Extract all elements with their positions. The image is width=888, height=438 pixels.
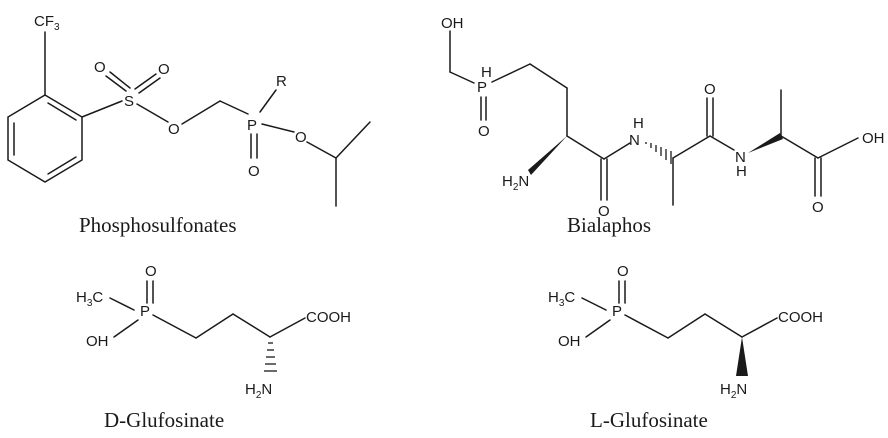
h3c-label: H3C — [548, 289, 575, 309]
s-o-double-bond — [138, 77, 161, 94]
o-ch2-bond — [181, 100, 221, 125]
chain-bond — [704, 313, 743, 338]
p-oh-bond — [113, 319, 139, 338]
hashed-bond — [645, 142, 672, 164]
wedge-bond — [748, 133, 783, 153]
benzene-inner-bond — [47, 102, 77, 121]
hashed-bond — [264, 342, 277, 372]
h3c-label: H3C — [76, 289, 103, 309]
o-atom: O — [617, 263, 629, 280]
p-atom: P — [477, 79, 487, 96]
oh-label: OH — [862, 130, 885, 147]
phosphosulfonates-caption: Phosphosulfonates — [79, 213, 237, 237]
h2n-label: H2N — [502, 173, 529, 193]
p-atom: P — [140, 303, 150, 320]
c-n-bond — [603, 142, 631, 160]
p-oh-bond — [585, 319, 611, 338]
p-atom: P — [247, 117, 257, 134]
s-o-double-bond — [134, 73, 157, 90]
h3c-p-bond — [109, 297, 135, 311]
oh-label: OH — [86, 333, 109, 350]
o-atom: O — [158, 61, 170, 78]
cooh-label: COOH — [306, 309, 351, 326]
wedge-bond — [736, 337, 748, 376]
cooh-label: COOH — [778, 309, 823, 326]
h3c-p-bond — [581, 297, 607, 311]
p-ch2-bond — [152, 314, 197, 339]
p-h-label: H — [481, 64, 492, 81]
benzene-inner-bond — [47, 156, 77, 175]
ch2-p-bond — [449, 71, 475, 84]
o-atom: O — [295, 129, 307, 146]
n-atom: N — [735, 149, 746, 166]
oh-label: OH — [558, 333, 581, 350]
o-atom: O — [598, 203, 610, 220]
chain-bond — [667, 313, 706, 339]
chain-bond — [529, 63, 568, 89]
o-atom: O — [478, 123, 490, 140]
h2n-label: H2N — [720, 381, 747, 401]
bialaphos-caption: Bialaphos — [567, 213, 651, 237]
ring-s-bond — [81, 100, 123, 118]
cf3-label: CF3 — [34, 13, 60, 33]
chain-bond — [672, 135, 711, 159]
oh-label: OH — [441, 15, 464, 32]
n-atom: N — [629, 132, 640, 149]
p-o-bond — [261, 123, 295, 133]
l-glufosinate-caption: L-Glufosinate — [590, 408, 708, 432]
c-n-bond — [709, 135, 735, 151]
chain-bond — [780, 135, 819, 159]
c-oh-bond — [817, 137, 859, 159]
phosphosulfonates-structure: CF3 S O O O P R O O — [7, 13, 371, 207]
l-glufosinate-structure: H3C O P OH COOH H2N — [548, 263, 823, 401]
s-o-double-bond — [109, 71, 131, 89]
chain-bond — [232, 313, 271, 338]
nh-label: H — [736, 163, 747, 180]
o-atom: O — [145, 263, 157, 280]
p-ch2-bond — [624, 314, 669, 339]
o-ch-bond — [306, 141, 337, 159]
o-atom: O — [704, 81, 716, 98]
o-atom: O — [168, 121, 180, 138]
bialaphos-structure: OH P H O H2N O N H — [441, 15, 885, 220]
isopropyl-bond — [335, 121, 371, 159]
h2n-label: H2N — [245, 381, 272, 401]
c-cooh-bond — [741, 317, 778, 338]
p-ch2-bond — [491, 63, 531, 83]
r-label: R — [276, 73, 287, 90]
benzene-ring — [7, 94, 83, 183]
s-o-bond — [136, 103, 169, 123]
nh-label: H — [633, 115, 644, 132]
c-cooh-bond — [269, 317, 306, 338]
s-atom: S — [124, 93, 134, 110]
p-atom: P — [612, 303, 622, 320]
d-glufosinate-caption: D-Glufosinate — [104, 408, 225, 432]
ch2-p-bond — [219, 100, 249, 115]
wedge-bond — [528, 136, 567, 175]
p-r-bond — [259, 89, 277, 113]
o-atom: O — [812, 199, 824, 216]
chain-bond — [566, 135, 605, 160]
d-glufosinate-structure: H3C O P OH COOH H2N — [76, 263, 351, 401]
o-atom: O — [248, 163, 260, 180]
chain-bond — [195, 313, 234, 339]
s-o-double-bond — [105, 75, 127, 92]
o-atom: O — [94, 59, 106, 76]
